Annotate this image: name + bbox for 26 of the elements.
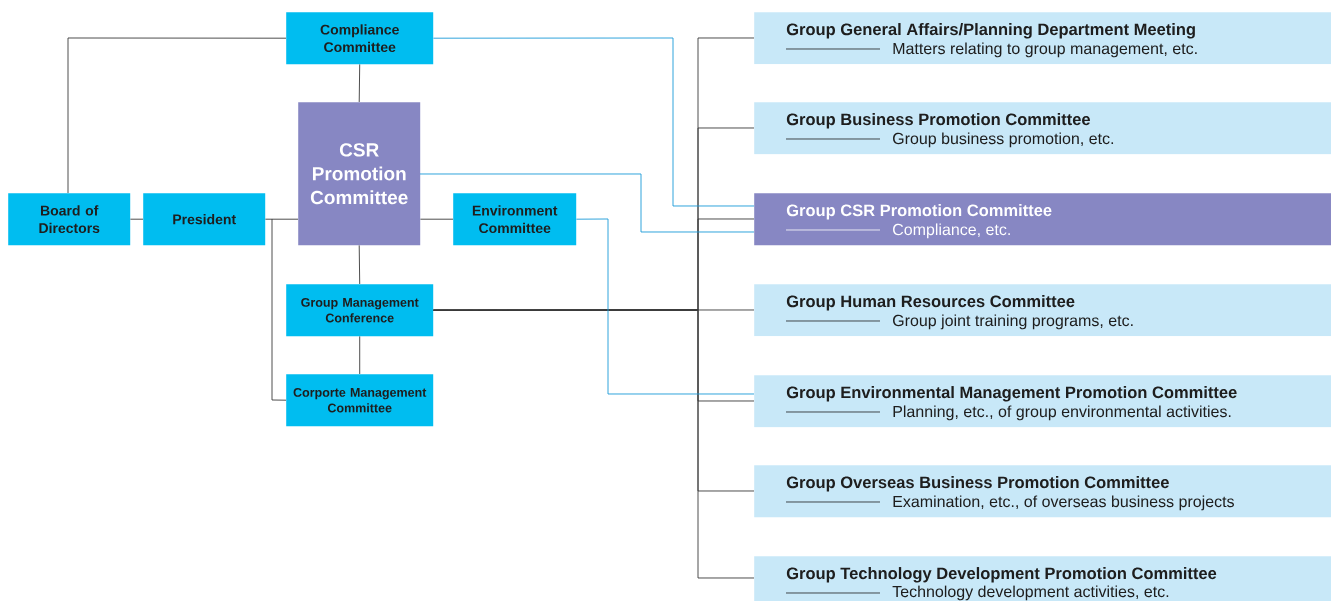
connector-line — [419, 173, 755, 233]
connector-line — [432, 309, 755, 579]
committee-box: Board of Directors — [8, 193, 131, 246]
committee-box: Group Environmental Management Promotion Committee Planning, etc., of group environmental activities. — [754, 375, 1331, 428]
connector-line — [358, 244, 361, 285]
committee-box: Group Human Resources Committee Group joint training programs, etc. — [754, 284, 1331, 337]
committee-box: Group Business Promotion Committee Group business promotion, etc. — [754, 102, 1331, 155]
connector-line — [271, 218, 287, 401]
committee-box: CSR Promotion Committee — [298, 102, 421, 246]
connector-line — [358, 63, 361, 103]
connector-line — [575, 218, 755, 395]
connector-line — [129, 218, 144, 220]
committee-box: Group CSR Promotion Committee Compliance, etc. — [754, 193, 1331, 246]
connector-line — [359, 335, 361, 375]
connector-line — [264, 218, 299, 220]
committee-box: President — [143, 193, 266, 246]
committee-box: Group Technology Development Promotion Committee Technology development activities, etc. — [754, 556, 1331, 601]
committee-box: Group General Affairs/Planning Department Meeting Matters relating to group management, etc. — [754, 12, 1331, 65]
committee-box: Compliance Committee — [286, 12, 434, 65]
committee-box: Environment Committee — [453, 193, 577, 246]
committee-box: Corporte Management Committee — [286, 374, 434, 427]
committee-box: Group Overseas Business Promotion Committee Examination, etc., of overseas business projects — [754, 465, 1331, 518]
connector-line — [432, 37, 755, 207]
connector-line — [419, 218, 454, 220]
committee-box: Group Management Conference — [286, 284, 434, 337]
connector-line — [67, 37, 287, 194]
